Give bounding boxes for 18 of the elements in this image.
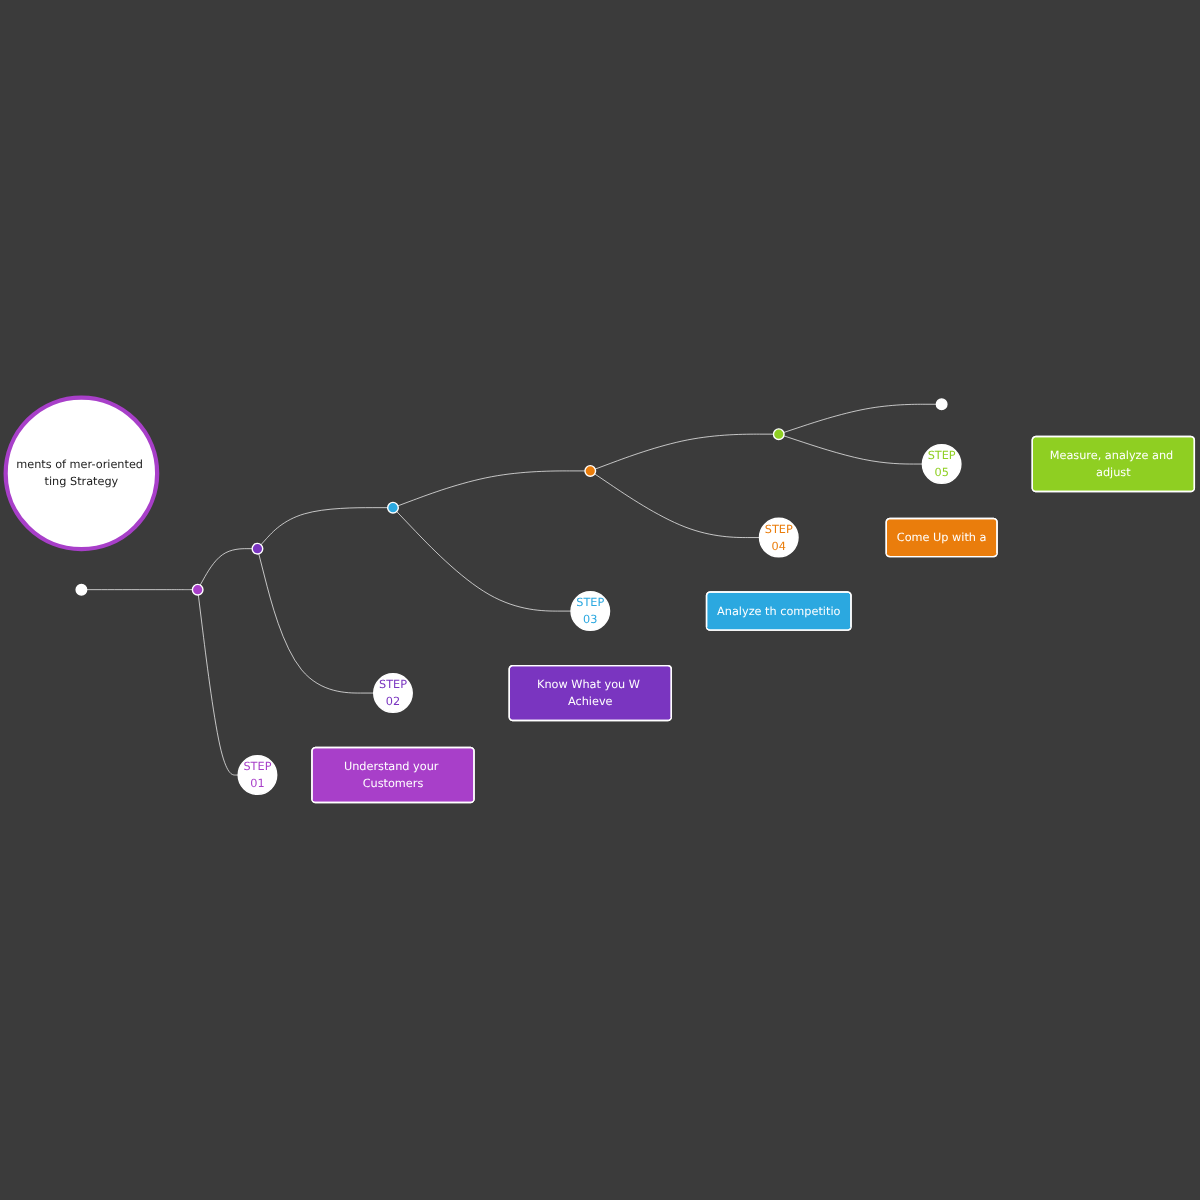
connector [783, 435, 923, 465]
connector [199, 548, 253, 586]
connector [397, 470, 586, 507]
node-circle [191, 583, 204, 596]
connector [594, 473, 760, 538]
connector [396, 511, 572, 612]
node-circle [387, 501, 399, 514]
node-circle [75, 583, 88, 596]
connector [86, 589, 193, 590]
node-circle [251, 542, 264, 555]
connector [258, 553, 375, 694]
connector [594, 433, 774, 470]
connector [260, 507, 389, 545]
node-circle [584, 464, 597, 477]
connector [783, 403, 937, 433]
connector [197, 594, 239, 776]
node-circle [772, 428, 785, 441]
node-circle [935, 398, 948, 411]
